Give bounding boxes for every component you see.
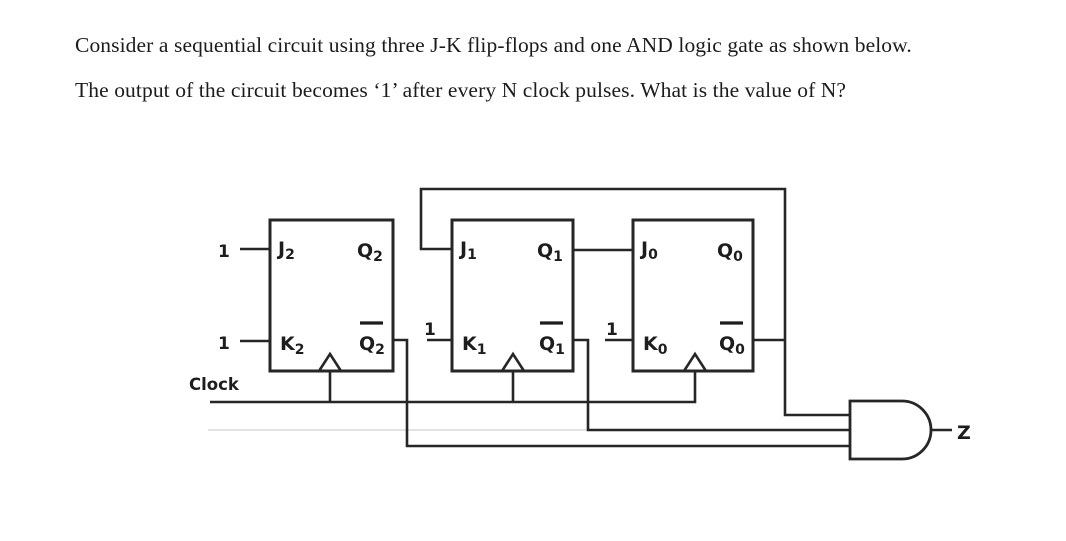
ff1-k-sub: 1 <box>477 342 487 358</box>
ff1-q-sub: 1 <box>553 249 563 265</box>
ff2-j-sub: 2 <box>285 247 295 263</box>
ff0-q-label: Q0 <box>717 240 743 265</box>
ff1-k-label: K1 <box>462 333 486 358</box>
ff0-k-label: K0 <box>643 333 668 358</box>
ff2-q-main: Q <box>357 240 373 262</box>
clock-label: Clock <box>189 375 240 394</box>
ff0-labels: J0 K0 Q0 Q0 <box>639 238 745 358</box>
ff2-q-label: Q2 <box>357 240 383 265</box>
ff0-qbar-label: Q0 <box>719 333 745 358</box>
constant-input-labels: 1 1 1 1 <box>218 242 618 354</box>
wire-qbar2-to-gate-bottom-input <box>393 338 850 448</box>
flipflop-boxes <box>268 218 755 373</box>
clock-edge-triangles <box>317 351 708 372</box>
wires <box>210 187 952 448</box>
clock-edge-icon-ff1 <box>500 351 526 372</box>
and-gate-icon <box>848 399 933 461</box>
ff1-j-label: J1 <box>458 238 477 263</box>
ff0-qbar-sub: 0 <box>735 342 745 358</box>
ff1-qbar-sub: 1 <box>555 342 565 358</box>
wire-qbar1-to-gate-middle-input <box>573 338 850 432</box>
ff1-j-main: J <box>458 238 467 260</box>
const-1-k1: 1 <box>424 320 436 340</box>
ff2-box <box>268 218 395 373</box>
clock-edge-icon-ff0 <box>682 351 708 372</box>
ff2-k-label: K2 <box>280 333 304 358</box>
ff0-k-main: K <box>643 333 659 355</box>
question-line-2: The output of the circuit becomes ‘1’ af… <box>75 78 847 102</box>
ff0-box <box>631 218 755 373</box>
clock-edge-icon-ff2 <box>317 351 343 372</box>
ff1-q-main: Q <box>537 240 553 262</box>
ff1-q-label: Q1 <box>537 240 563 265</box>
ff1-qbar-main: Q <box>539 333 555 355</box>
ff0-j-label: J0 <box>639 238 658 263</box>
ff2-j-label: J2 <box>276 238 295 263</box>
ff0-q-sub: 0 <box>733 249 743 265</box>
ff2-q-sub: 2 <box>373 249 383 265</box>
ff2-k-main: K <box>280 333 296 355</box>
ff2-k-sub: 2 <box>295 342 305 358</box>
ff0-q-main: Q <box>717 240 733 262</box>
question-line-1: Consider a sequential circuit using thre… <box>75 33 912 57</box>
ff1-j-sub: 1 <box>467 247 477 263</box>
ff2-j-main: J <box>276 238 285 260</box>
ff1-k-main: K <box>462 333 478 355</box>
wire-qbar0-feedback-to-j1-and-gate-top-input <box>419 187 850 417</box>
ff0-j-main: J <box>639 238 648 260</box>
ff2-qbar-label: Q2 <box>359 333 385 358</box>
ff2-qbar-main: Q <box>359 333 375 355</box>
output-z-label: Z <box>957 422 971 444</box>
ff1-box <box>450 218 575 373</box>
const-1-j2: 1 <box>218 242 230 262</box>
const-1-k0: 1 <box>606 320 618 340</box>
ff0-j-sub: 0 <box>648 247 658 263</box>
const-1-k2: 1 <box>218 334 230 354</box>
ff2-labels: J2 K2 Q2 Q2 <box>276 238 385 358</box>
ff0-qbar-main: Q <box>719 333 735 355</box>
ff0-k-sub: 0 <box>658 342 668 358</box>
ff1-labels: J1 K1 Q1 Q1 <box>458 238 565 358</box>
wire-clock-bus <box>210 371 697 404</box>
ff1-qbar-label: Q1 <box>539 333 565 358</box>
ff2-qbar-sub: 2 <box>375 342 385 358</box>
